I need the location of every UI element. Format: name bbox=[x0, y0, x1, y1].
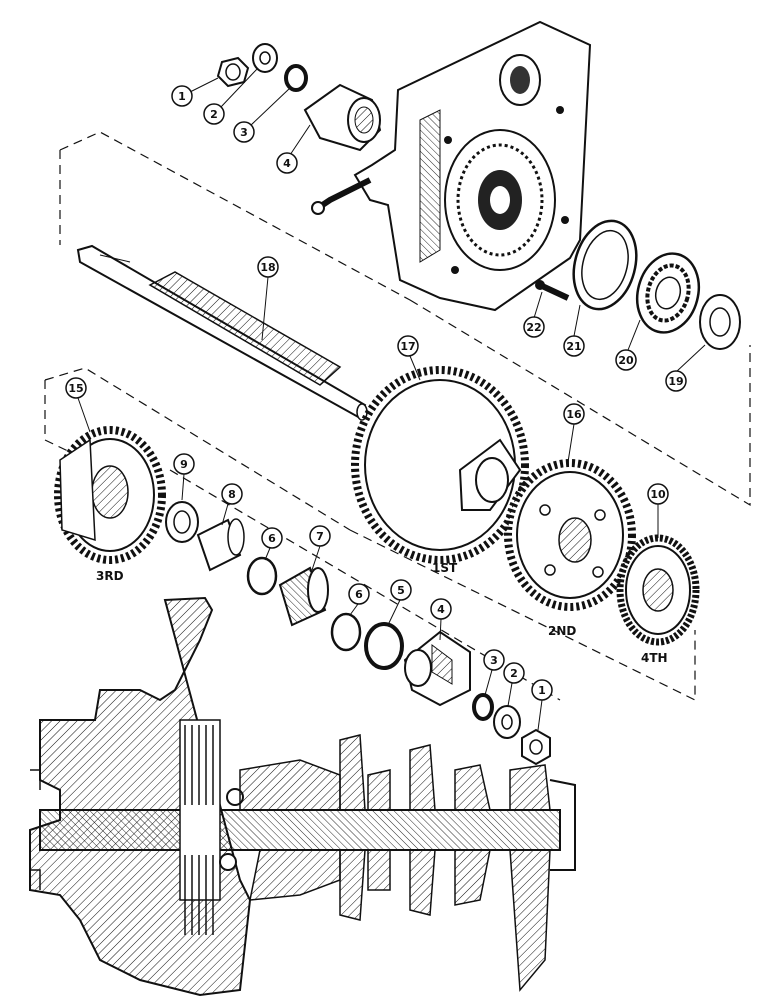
main-shaft-part bbox=[76, 244, 368, 421]
gear-label-2nd: 2ND bbox=[548, 624, 576, 638]
seal-ring-top bbox=[284, 64, 308, 92]
callout-text-2-bottom: 2 bbox=[510, 667, 518, 680]
callout-text-8: 8 bbox=[228, 488, 236, 501]
washer-part-19 bbox=[699, 294, 741, 350]
callouts-layer: 1 2 3 4 18 22 21 bbox=[65, 67, 706, 731]
nut-part-bottom bbox=[521, 728, 551, 766]
bushing-part-8 bbox=[196, 518, 245, 572]
callout-text-1-top: 1 bbox=[178, 90, 186, 103]
snap-ring-part-6a bbox=[246, 556, 278, 596]
callout-text-21: 21 bbox=[566, 340, 581, 353]
washer-part-bottom bbox=[493, 705, 521, 739]
gear-1st-part bbox=[351, 366, 529, 564]
snap-ring-part-6b bbox=[330, 612, 362, 652]
callout-6-a: 6 bbox=[261, 527, 283, 561]
callout-3-bottom: 3 bbox=[483, 649, 505, 696]
gear-3rd-part bbox=[54, 426, 166, 564]
callout-text-9: 9 bbox=[180, 458, 188, 471]
housing-part bbox=[311, 20, 592, 312]
callout-text-5: 5 bbox=[397, 584, 405, 597]
callout-16: 16 bbox=[563, 403, 585, 463]
callout-text-22: 22 bbox=[526, 321, 541, 334]
gear-4th-part bbox=[616, 534, 700, 646]
callout-7: 7 bbox=[309, 525, 331, 571]
callout-text-4-top: 4 bbox=[283, 157, 291, 170]
callout-19: 19 bbox=[665, 344, 706, 392]
callout-text-6-a: 6 bbox=[268, 532, 276, 545]
callout-9: 9 bbox=[173, 453, 195, 501]
callout-21: 21 bbox=[563, 304, 585, 357]
gear-label-1st: 1ST bbox=[432, 561, 458, 575]
seal-ring-bottom bbox=[472, 693, 494, 721]
callout-text-19: 19 bbox=[668, 375, 683, 388]
callout-text-6-b: 6 bbox=[355, 588, 363, 601]
callout-text-3-bottom: 3 bbox=[490, 654, 498, 667]
callout-2-top: 2 bbox=[203, 67, 259, 125]
washer-part-top bbox=[252, 43, 278, 73]
gear-label-3rd: 3RD bbox=[96, 569, 124, 583]
callout-text-15: 15 bbox=[68, 382, 83, 395]
bearing-part bbox=[635, 252, 701, 334]
nut-part-top bbox=[216, 56, 250, 88]
callout-text-3-top: 3 bbox=[240, 126, 248, 139]
callout-15: 15 bbox=[65, 377, 91, 433]
callout-2-bottom: 2 bbox=[503, 662, 525, 707]
yoke-part-top bbox=[303, 83, 382, 152]
callout-text-10: 10 bbox=[650, 488, 666, 501]
callout-text-1-bottom: 1 bbox=[538, 684, 546, 697]
callout-6-b: 6 bbox=[348, 583, 370, 616]
callout-8: 8 bbox=[221, 483, 243, 526]
washer-part-9 bbox=[165, 501, 199, 543]
callout-18: 18 bbox=[257, 256, 279, 341]
callout-text-20: 20 bbox=[618, 354, 634, 367]
callout-5: 5 bbox=[387, 579, 412, 626]
callout-text-4-bottom: 4 bbox=[437, 603, 445, 616]
callout-22: 22 bbox=[523, 291, 545, 338]
gear-2nd-part bbox=[504, 459, 636, 611]
callout-text-18: 18 bbox=[260, 261, 275, 274]
callout-3-top: 3 bbox=[233, 87, 291, 143]
needle-bearing-part-7 bbox=[278, 566, 329, 627]
callout-1-bottom: 1 bbox=[531, 679, 553, 731]
callout-10: 10 bbox=[647, 483, 669, 538]
gear-label-4th: 4TH bbox=[641, 651, 668, 665]
seal-plate-part bbox=[572, 219, 638, 311]
callout-20: 20 bbox=[615, 319, 641, 371]
callout-text-17: 17 bbox=[400, 340, 415, 353]
callout-text-16: 16 bbox=[566, 408, 582, 421]
washer-part-5 bbox=[364, 622, 404, 670]
callout-4-top: 4 bbox=[276, 124, 311, 174]
cross-section-assembly bbox=[29, 596, 576, 997]
yoke-part-bottom bbox=[403, 630, 471, 707]
callout-text-2-top: 2 bbox=[210, 108, 218, 121]
callout-1-top: 1 bbox=[171, 77, 219, 107]
callout-4-bottom: 4 bbox=[430, 598, 452, 641]
screw-part-22 bbox=[535, 280, 570, 301]
callout-17: 17 bbox=[397, 335, 421, 381]
callout-text-7: 7 bbox=[316, 530, 324, 543]
